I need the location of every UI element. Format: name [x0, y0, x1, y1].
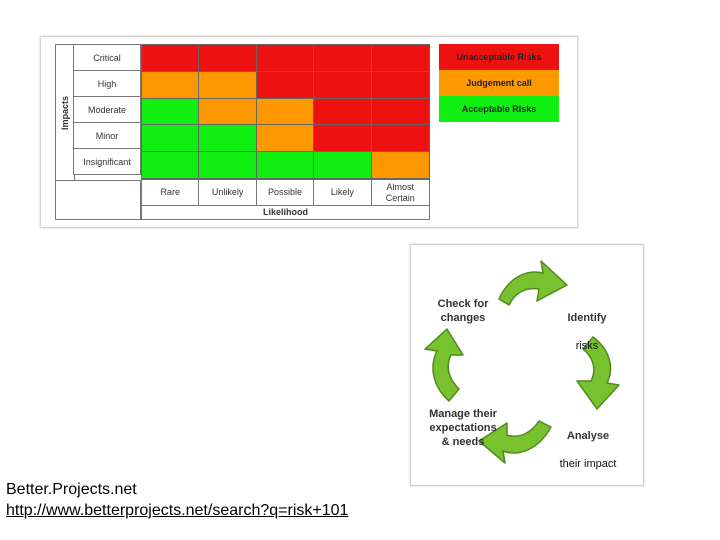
- likelihood-possible: Possible: [257, 180, 314, 205]
- risk-cell: [142, 125, 199, 152]
- risk-cycle-image: Check for changes Identify risks Analyse…: [410, 244, 644, 486]
- legend-acceptable: Acceptable Risks: [439, 96, 559, 122]
- impact-moderate: Moderate: [73, 96, 141, 122]
- risk-cell: [142, 152, 199, 179]
- risk-cell: [257, 72, 314, 99]
- risk-cell: [142, 45, 199, 72]
- risk-cell: [314, 99, 371, 126]
- step-check-changes: Check for changes: [425, 297, 501, 325]
- likelihood-rare: Rare: [142, 180, 199, 205]
- risk-grid: [141, 44, 430, 180]
- risk-cell: [142, 72, 199, 99]
- impact-label: their impact: [541, 457, 635, 471]
- impact-insignificant: Insignificant: [73, 148, 141, 175]
- step-manage-expectations: Manage their expectations & needs: [419, 407, 507, 449]
- step-identify-risks: Identify risks: [547, 297, 627, 367]
- risk-cell: [199, 45, 256, 72]
- step-analyse-impact: Analyse their impact: [541, 415, 635, 485]
- risk-legend: Unacceptable Risks Judgement call Accept…: [439, 44, 559, 122]
- risk-cell: [257, 99, 314, 126]
- likelihood-almost-certain: Almost Certain: [372, 180, 429, 205]
- likelihood-unlikely: Unlikely: [199, 180, 256, 205]
- risk-cell: [199, 152, 256, 179]
- impact-critical: Critical: [73, 44, 141, 70]
- matrix-corner: [55, 180, 141, 220]
- risk-cell: [257, 152, 314, 179]
- risk-cell: [199, 72, 256, 99]
- risk-cell: [314, 125, 371, 152]
- risk-cell: [372, 125, 429, 152]
- impact-minor: Minor: [73, 122, 141, 148]
- risk-cell: [199, 99, 256, 126]
- source-link[interactable]: http://www.betterprojects.net/search?q=r…: [6, 502, 348, 520]
- risk-cell: [372, 72, 429, 99]
- risk-cell: [257, 45, 314, 72]
- risk-cell: [314, 72, 371, 99]
- legend-judgement: Judgement call: [439, 70, 559, 96]
- risk-cell: [314, 152, 371, 179]
- likelihood-likely: Likely: [314, 180, 371, 205]
- risk-cell: [372, 99, 429, 126]
- identify-label: Identify: [547, 311, 627, 325]
- legend-unacceptable: Unacceptable Risks: [439, 44, 559, 70]
- risks-label: risks: [547, 339, 627, 353]
- risk-cell: [314, 45, 371, 72]
- site-name: Better.Projects.net: [6, 481, 137, 499]
- impacts-axis-label: Impacts: [55, 44, 75, 182]
- risk-cell: [372, 152, 429, 179]
- risk-matrix-image: Impacts Critical High Moderate Minor Ins…: [40, 36, 578, 228]
- risk-cell: [257, 125, 314, 152]
- risk-cell: [199, 125, 256, 152]
- risk-cell: [372, 45, 429, 72]
- risk-cell: [142, 99, 199, 126]
- likelihood-level-labels: Rare Unlikely Possible Likely Almost Cer…: [141, 180, 430, 206]
- arrow-left-icon: [425, 329, 463, 401]
- analyse-label: Analyse: [541, 429, 635, 443]
- impact-high: High: [73, 70, 141, 96]
- impacts-axis-text: Impacts: [60, 96, 70, 130]
- likelihood-axis-label: Likelihood: [141, 206, 430, 220]
- impact-level-labels: Critical High Moderate Minor Insignifica…: [73, 44, 141, 175]
